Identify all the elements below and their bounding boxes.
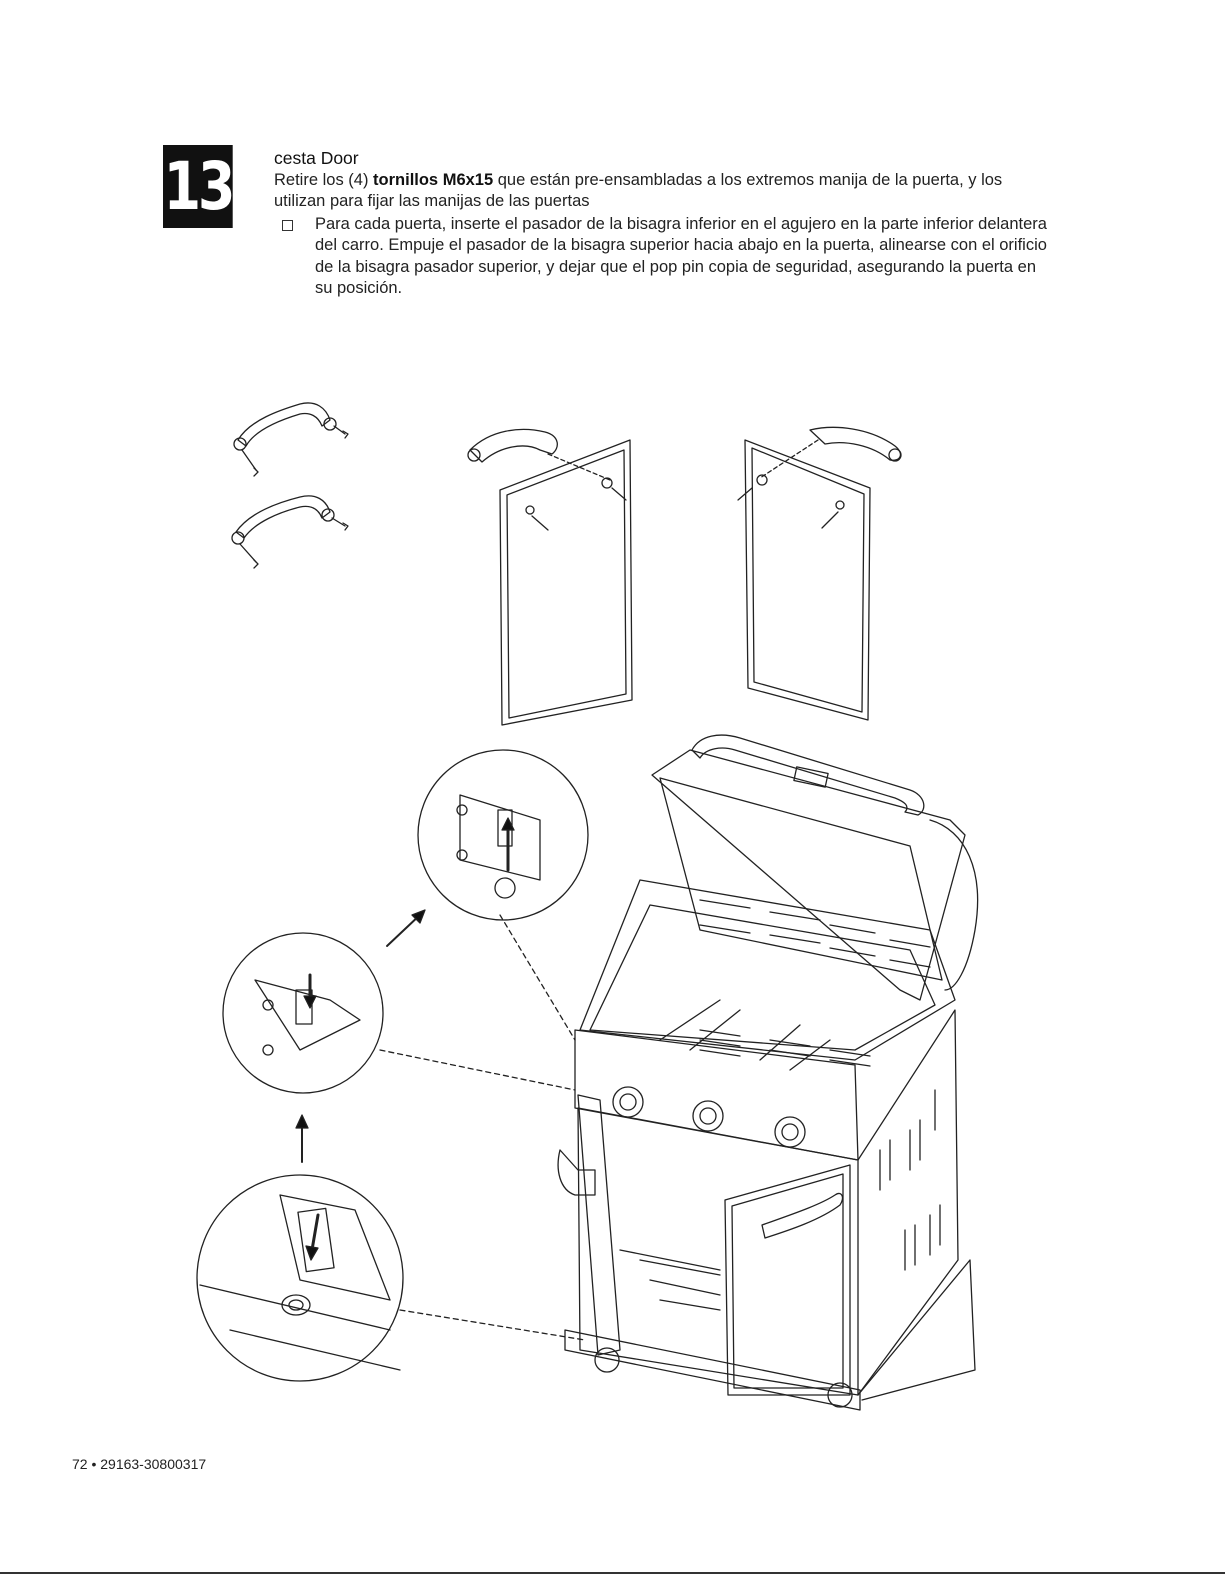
right-door-panel — [737, 426, 902, 721]
grill-cart — [564, 1009, 976, 1411]
arrow-up-right-icon — [386, 909, 426, 947]
right-door-installed — [724, 1164, 851, 1396]
left-door-panel — [467, 428, 633, 726]
step-title: cesta Door — [274, 148, 359, 168]
left-door-installed — [557, 1094, 621, 1356]
checkbox-bullet-icon — [282, 219, 293, 231]
instruction-bold-part: tornillos M6x15 — [373, 170, 494, 189]
bullet-text: Para cada puerta, inserte el pasador de … — [315, 214, 1047, 298]
door-handle-loose-2 — [231, 495, 349, 569]
instruction-paragraph: Retire los (4) tornillos M6x15 que están… — [274, 170, 1054, 213]
step-number-badge: 13 — [163, 145, 236, 228]
grill-lid — [651, 734, 979, 1001]
instruction-post: que están pre-ensambladas a los extremos… — [274, 170, 1003, 211]
door-handle-loose-1 — [233, 402, 349, 477]
detail-bottom-pin — [196, 1174, 586, 1382]
bottom-rule — [0, 1572, 1225, 1574]
bullet-item: Para cada puerta, inserte el pasador de … — [274, 214, 1054, 300]
instruction-text-block: cesta Door Retire los (4) tornillos M6x1… — [274, 148, 1054, 300]
page-footer: 72 • 29163-30800317 — [72, 1456, 207, 1472]
grill-firebox — [579, 879, 956, 1071]
detail-mid-hinge — [222, 932, 576, 1094]
arrow-up-icon — [295, 1114, 309, 1163]
control-panel — [574, 1029, 859, 1161]
instruction-pre: Retire los (4) — [274, 170, 374, 189]
detail-top-hinge — [417, 749, 589, 1041]
